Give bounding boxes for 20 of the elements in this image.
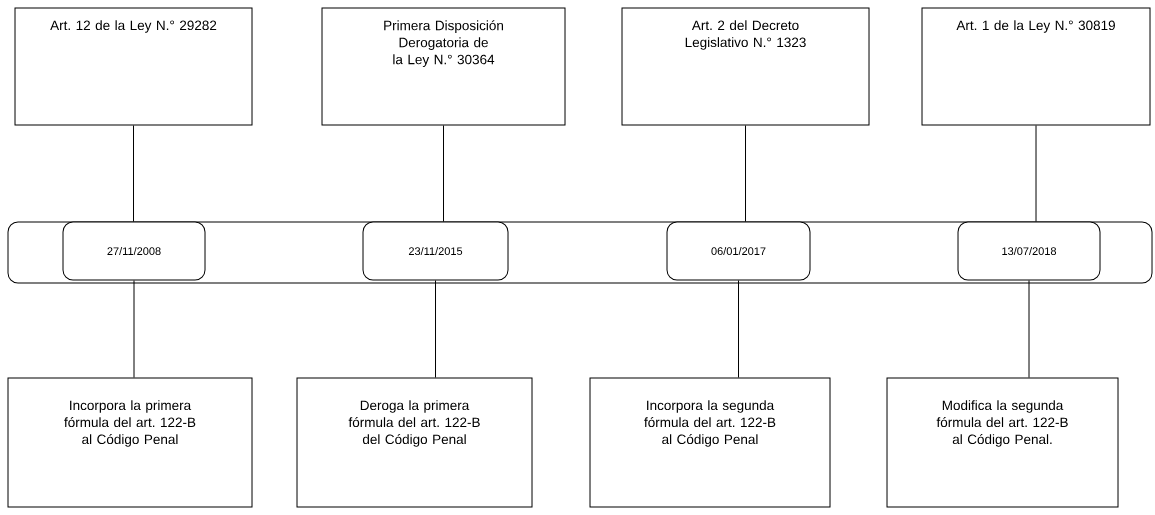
- law-box: Art. 12 de la Ley N.° 29282: [14, 7, 253, 126]
- date-box: 23/11/2015: [362, 221, 509, 281]
- description-box: Incorpora la primera fórmula del art. 122-B al Código Penal: [7, 377, 253, 508]
- date-box: 27/11/2008: [62, 221, 206, 281]
- connector-line: [745, 125, 746, 222]
- date-box: 13/07/2018: [957, 221, 1101, 281]
- date-box: 06/01/2017: [666, 221, 811, 281]
- description-box: Modifica la segunda fórmula del art. 122-B al Código Penal.: [886, 377, 1119, 508]
- connector-line: [738, 280, 739, 378]
- connector-line: [443, 125, 444, 222]
- connector-line: [1035, 125, 1037, 222]
- connector-line: [1028, 280, 1030, 378]
- law-box: Primera Disposición Derogatoria de la Ley N.° 30364: [321, 7, 566, 126]
- connector-line: [435, 280, 436, 378]
- connector-line: [133, 280, 135, 378]
- description-box: Deroga la primera fórmula del art. 122-B del Código Penal: [296, 377, 533, 508]
- description-box: Incorpora la segunda fórmula del art. 122-B al Código Penal: [589, 377, 831, 508]
- connector-line: [133, 125, 134, 222]
- law-box: Art. 1 de la Ley N.° 30819: [921, 7, 1151, 126]
- law-box: Art. 2 del Decreto Legislativo N.° 1323: [621, 7, 870, 126]
